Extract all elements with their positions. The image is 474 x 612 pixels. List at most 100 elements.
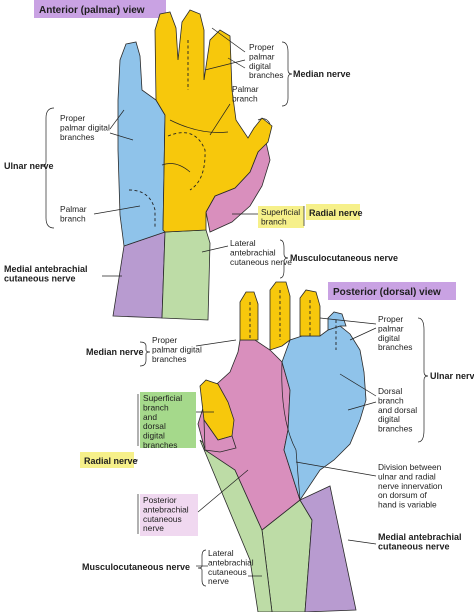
leader-median-digital-3 (227, 57, 246, 69)
thumb-nail-anterior (257, 118, 271, 125)
label-line: ulnar and radial (378, 471, 436, 481)
label-line: branch (261, 216, 287, 226)
label-line: cutaneous nerve (4, 273, 76, 283)
label-line: and (143, 412, 157, 422)
musculocutaneous-region (161, 229, 211, 321)
label-line: branches (143, 440, 177, 450)
musculocutaneous-bracket (279, 239, 289, 279)
leader-medial-antebrachial-posterior (347, 539, 377, 545)
ulnar-palmar-branch-outline (128, 189, 156, 228)
label-ulnar-nerve-posterior: Ulnar nerve (430, 371, 474, 381)
label-radial-nerve-posterior: Radial nerve (84, 456, 138, 466)
label-line: palmar digital (60, 122, 110, 132)
label-line: branches (378, 424, 412, 434)
leader-proper-palmar-median-posterior (195, 339, 237, 347)
label-line: digital (249, 61, 271, 71)
median-region-anterior (154, 9, 273, 233)
label-line: nerve (143, 523, 164, 533)
leader-ulnar-digital-1 (109, 109, 125, 130)
label-line: branch (378, 395, 404, 405)
label-median-nerve-anterior: Median nerve (293, 69, 351, 79)
musculocutaneous-bracket-posterior (197, 549, 207, 587)
label-line: branches (60, 132, 94, 142)
label-line: nerve innervation (378, 481, 443, 491)
label-line: branches (249, 70, 283, 80)
label-line: antebrachial (230, 247, 276, 257)
medial-antebrachial-region-posterior (299, 485, 357, 612)
leader-median-palmar (209, 103, 231, 136)
thumb-base-posterior (203, 418, 237, 453)
anterior-view-title: Anterior (palmar) view (39, 5, 145, 16)
label-line: nerve (208, 576, 229, 586)
leader-ulnar-digital-posterior-1 (319, 317, 377, 325)
radial-nerve-posterior-label-bg (80, 452, 134, 468)
ulnar-region-posterior (281, 325, 367, 501)
radial-region-posterior (197, 339, 301, 531)
ulnar-bracket-posterior (417, 317, 429, 443)
label-line: cutaneous nerve (378, 541, 450, 551)
label-musculocutaneous-posterior: Musculocutaneous nerve (82, 562, 190, 572)
label-line: branch (143, 402, 169, 412)
label-line: palmar (378, 323, 404, 333)
label-line: cutaneous (208, 567, 247, 577)
leader-posterior-antebrachial (197, 469, 249, 513)
label-line: cutaneous (143, 514, 182, 524)
label-line: hand is variable (378, 500, 437, 510)
leader-lateral-antebrachial (201, 245, 229, 253)
superficial-branch-label-bg (258, 206, 304, 228)
label-line: branches (152, 354, 186, 364)
ulnar-bracket (41, 107, 55, 229)
palm-crease-2 (161, 163, 191, 173)
leader-ulnar-digital-2 (109, 132, 134, 141)
superficial-branch-posterior-label-bg (140, 392, 196, 448)
index-finger-tip (239, 291, 259, 341)
division-line (281, 361, 301, 501)
posterior-title-box (328, 282, 456, 300)
label-line: branch (232, 93, 258, 103)
leader-dorsal-branch-2 (347, 401, 377, 411)
label-line: branch (60, 213, 86, 223)
label-radial-nerve-anterior: Radial nerve (309, 208, 363, 218)
label-musculocutaneous-nerve-anterior: Musculocutaneous nerve (290, 253, 398, 263)
label-line: branches (378, 342, 412, 352)
label-line: palmar digital (152, 344, 202, 354)
label-line: palmar (249, 51, 275, 61)
leader-median-digital-1 (211, 27, 246, 53)
leader-median-digital-2 (204, 59, 246, 71)
anterior-title-box (34, 0, 166, 18)
leader-division-note (295, 461, 377, 477)
label-median-nerve-posterior: Median nerve (86, 347, 144, 357)
middle-finger-tip (269, 281, 291, 351)
label-line: dorsal (143, 421, 166, 431)
label-line: on dorsum of (378, 490, 428, 500)
leader-ulnar-palmar (93, 205, 141, 215)
label-line: and dorsal (378, 405, 417, 415)
median-bracket-posterior (139, 341, 151, 367)
median-bracket (281, 41, 293, 107)
posterior-view-title: Posterior (dorsal) view (333, 287, 441, 298)
label-line: digital (378, 414, 400, 424)
radial-nerve-label-bg (306, 204, 360, 220)
label-line: digital (378, 333, 400, 343)
median-palmar-branch-outline (167, 132, 206, 191)
label-line: digital (143, 431, 165, 441)
little-finger-tip (327, 311, 347, 331)
anterior-view: Anterior (palmar) view (4, 0, 398, 321)
palm-crease (169, 119, 229, 133)
